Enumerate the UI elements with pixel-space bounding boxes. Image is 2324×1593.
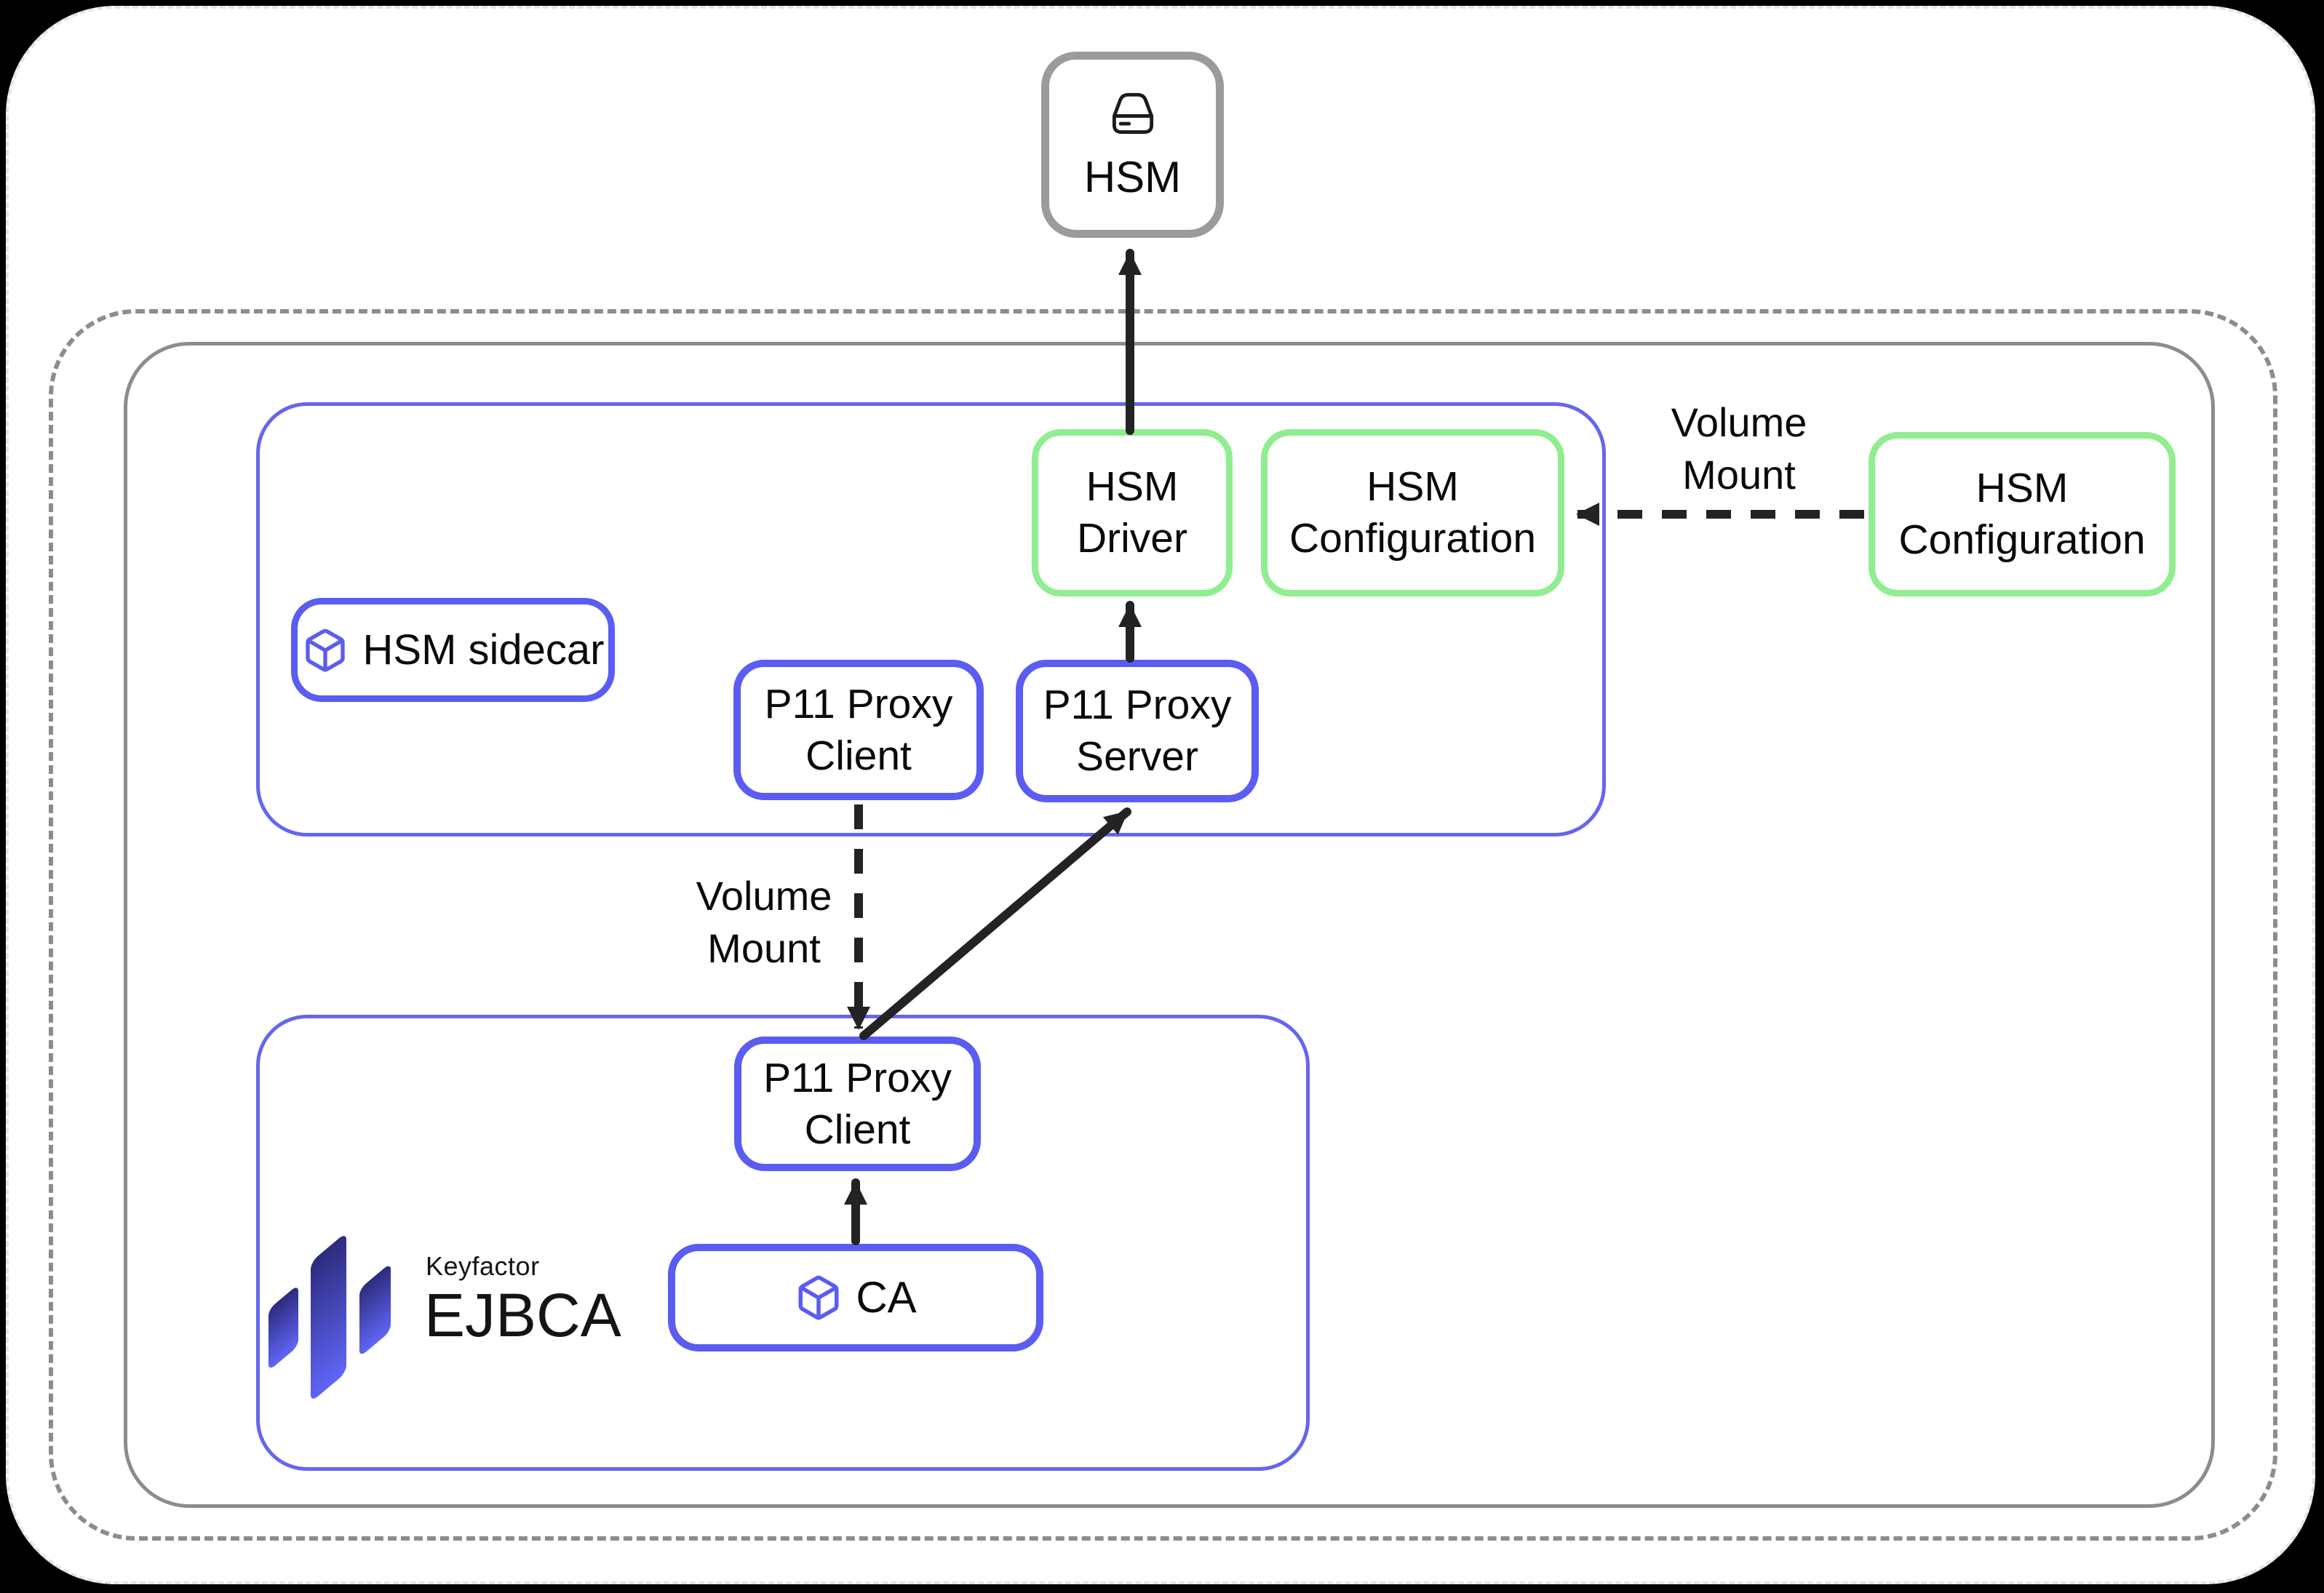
ca-label: CA — [856, 1272, 917, 1322]
hsm-driver-node: HSM Driver — [1032, 429, 1233, 596]
p11-proxy-client-sidecar-label: P11 Proxy Client — [764, 680, 953, 779]
p11-proxy-client-ejbca-node: P11 Proxy Client — [734, 1037, 981, 1171]
hsm-driver-label: HSM Driver — [1077, 463, 1187, 562]
inner-solid-boundary — [124, 342, 2215, 1508]
keyfactor-brand-text: Keyfactor — [426, 1251, 540, 1281]
package-icon — [798, 1275, 839, 1320]
keyfactor-ejbca-logo: Keyfactor EJBCA — [424, 1251, 621, 1346]
hsm-configuration-sidecar-label: HSM Configuration — [1289, 463, 1537, 562]
hsm-sidecar-label: HSM sidecar — [362, 626, 605, 674]
keyfactor-logo-mark — [268, 1236, 391, 1399]
p11-proxy-server-node: P11 Proxy Server — [1016, 660, 1259, 802]
hsm-configuration-external-label: HSM Configuration — [1898, 465, 2146, 563]
hsm-sidecar-title-box: HSM sidecar — [291, 598, 615, 702]
hsm-configuration-sidecar-node: HSM Configuration — [1261, 429, 1564, 596]
ejbca-product-text: EJBCA — [424, 1281, 621, 1349]
p11-proxy-client-ejbca-label: P11 Proxy Client — [763, 1054, 952, 1153]
volume-mount-label-external: Volume Mount — [1671, 399, 1807, 498]
hsm-configuration-external-node: HSM Configuration — [1869, 432, 2176, 596]
p11-proxy-client-sidecar-node: P11 Proxy Client — [733, 660, 984, 800]
p11-proxy-server-label: P11 Proxy Server — [1043, 682, 1232, 780]
ejbca-container — [256, 1015, 1310, 1471]
ca-node: CA — [668, 1244, 1043, 1352]
hsm-node: HSM — [1041, 52, 1224, 238]
package-icon — [305, 628, 345, 672]
volume-mount-label-sidecar: Volume Mount — [696, 873, 832, 971]
outer-dashed-boundary — [49, 309, 2277, 1541]
hsm-label: HSM — [1083, 152, 1182, 201]
hard-drive-icon — [1112, 92, 1153, 134]
